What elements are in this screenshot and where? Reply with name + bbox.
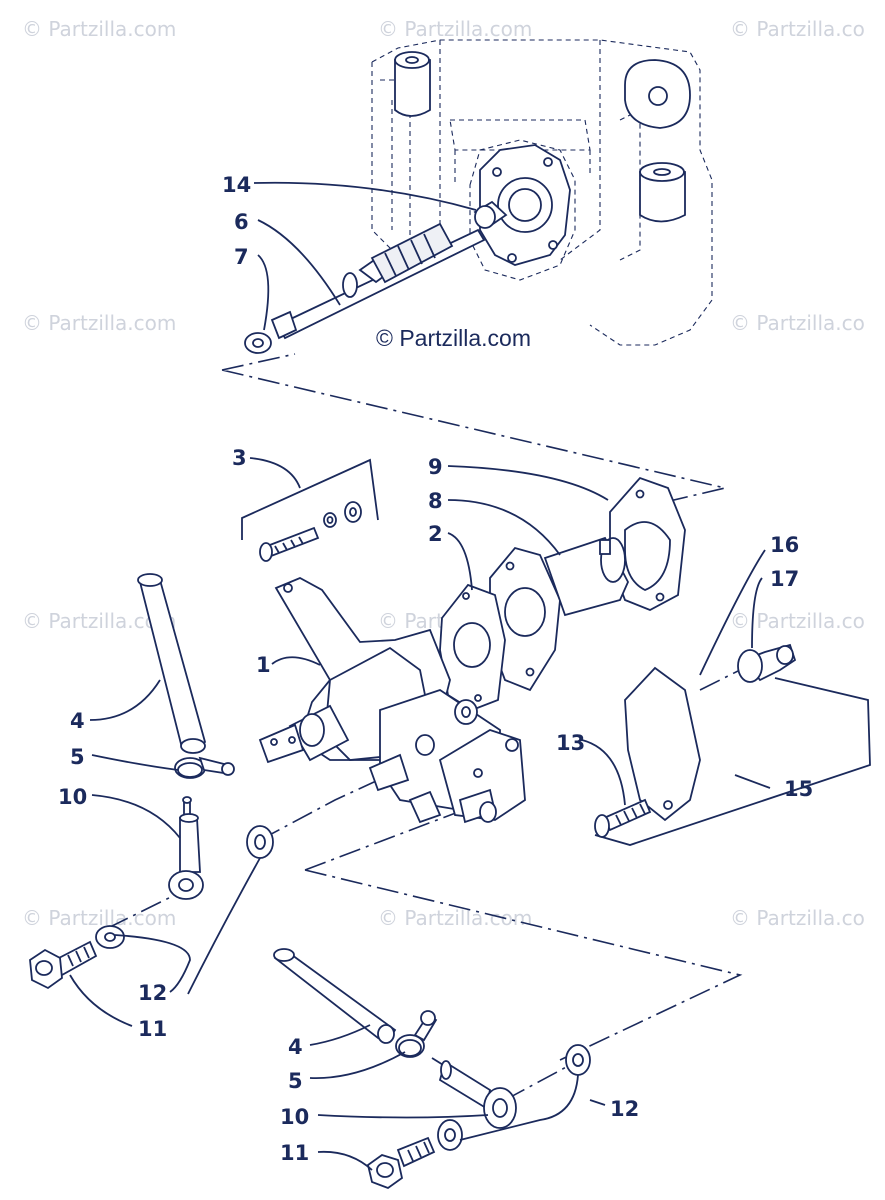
copyright-label: © Partzilla.com	[376, 325, 531, 351]
watermark: © Partzilla.com	[22, 906, 176, 930]
part-17-plug	[737, 643, 797, 683]
engine-mount-bosses	[394, 51, 691, 266]
callout-14: 14	[222, 173, 251, 197]
part-11-upper-bolt	[29, 940, 98, 990]
callout-11: 11	[138, 1017, 167, 1041]
callout-10: 10	[58, 785, 87, 809]
callout-12: 12	[610, 1097, 639, 1121]
callout-10: 10	[280, 1105, 309, 1129]
callout-12: 12	[138, 981, 167, 1005]
watermark: © Partzilla.co	[730, 311, 865, 335]
callout-1: 1	[256, 653, 271, 677]
callout-13: 13	[556, 731, 585, 755]
part-15-bracket-line	[594, 677, 871, 846]
part-7-washer	[244, 332, 272, 354]
callout-5: 5	[288, 1069, 303, 1093]
part-1-oil-pump-body	[258, 577, 526, 824]
callout-7: 7	[234, 245, 249, 269]
part-8-pump-flange	[489, 536, 629, 692]
watermark: © Partzilla.co	[730, 906, 865, 930]
callout-2: 2	[428, 522, 443, 546]
callout-15: 15	[784, 777, 813, 801]
part-6-drive-shaft	[270, 222, 486, 340]
part-11-lower-bolt	[366, 1136, 436, 1190]
callout-labels: 14 6 7 3 9 8 2 16 17 1 4 5 13 15 10 12 1…	[58, 173, 813, 1165]
part-14-bushing	[473, 200, 508, 229]
part-5-upper-clamp	[174, 756, 235, 779]
callout-11: 11	[280, 1141, 309, 1165]
watermark: © Partzilla.com	[22, 311, 176, 335]
part-5-lower-clamp	[395, 1010, 438, 1058]
callout-leader-lines	[69, 181, 771, 1171]
watermark: © Partzilla.com	[378, 17, 532, 41]
callout-5: 5	[70, 745, 85, 769]
part-9-gasket	[609, 476, 686, 611]
callout-3: 3	[232, 446, 247, 470]
part-10-upper-banjo	[168, 796, 204, 900]
watermark: © Partzilla.co	[730, 17, 865, 41]
part-12-upper-washers	[95, 825, 274, 949]
callout-9: 9	[428, 455, 443, 479]
part-4-upper-hose	[137, 573, 206, 754]
callout-6: 6	[234, 210, 249, 234]
part-10-lower-banjo	[431, 1057, 517, 1129]
watermark: © Partzilla.com	[22, 17, 176, 41]
part-4-lower-hose	[273, 948, 397, 1044]
callout-16: 16	[770, 533, 799, 557]
callout-17: 17	[770, 567, 799, 591]
part-12-lower-washers	[437, 1044, 591, 1151]
part-3-bolt-set	[241, 458, 379, 562]
callout-4: 4	[70, 709, 85, 733]
watermark: © Partzilla.com	[378, 906, 532, 930]
part-13-screw	[594, 798, 652, 838]
part-16-cover-plate	[624, 666, 701, 822]
callout-8: 8	[428, 489, 443, 513]
callout-4: 4	[288, 1035, 303, 1059]
watermark: © Partzilla.co	[730, 609, 865, 633]
part-2-gasket	[439, 583, 506, 712]
